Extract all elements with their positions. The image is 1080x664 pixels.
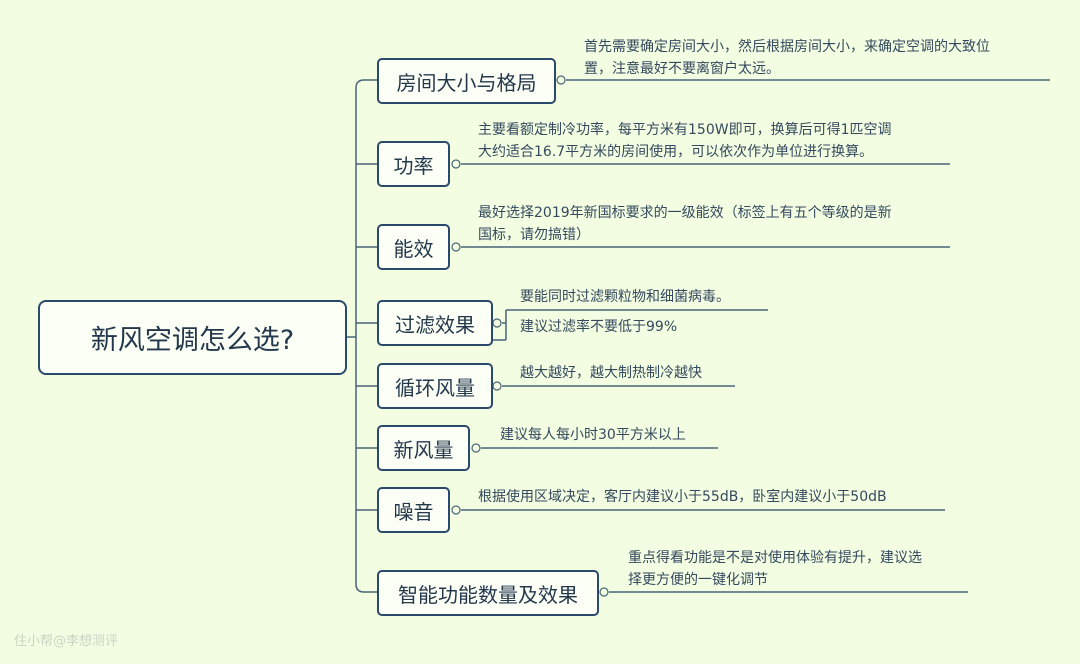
topic-room-size[interactable]: 房间大小与格局 <box>377 58 556 104</box>
collapse-toggle-icon <box>451 242 461 252</box>
trunk-line <box>355 79 377 593</box>
note-line: 最好选择2019年新国标要求的一级能效（标签上有五个等级的是新 <box>478 205 892 221</box>
note-line: 主要看额定制冷功率，每平方米有150W即可，换算后可得1匹空调 <box>478 122 892 138</box>
note-smart-features: 重点得看功能是不是对使用体验有提升，建议选 择更方便的一键化调节 <box>628 547 922 591</box>
topic-power[interactable]: 功率 <box>377 141 450 187</box>
collapse-toggle-icon <box>471 443 481 453</box>
note-circulation-airflow: 越大越好，越大制热制冷越快 <box>520 365 702 381</box>
note-line: 国标，请勿搞错） <box>478 227 590 243</box>
note-line: 置，注意最好不要离窗户太远。 <box>584 61 780 77</box>
topic-noise[interactable]: 噪音 <box>377 487 450 533</box>
note-filtration-1: 要能同时过滤颗粒物和细菌病毒。 <box>520 289 730 305</box>
topic-filtration[interactable]: 过滤效果 <box>377 300 493 346</box>
collapse-toggle-icon <box>451 159 461 169</box>
branch-connectors <box>356 163 377 511</box>
collapse-toggle-icon <box>492 381 502 391</box>
note-filtration-2: 建议过滤率不要低于99% <box>520 319 678 335</box>
watermark: 住小帮@李想测评 <box>14 634 119 649</box>
note-power: 主要看额定制冷功率，每平方米有150W即可，换算后可得1匹空调 大约适合16.7… <box>478 119 891 163</box>
note-room-size: 首先需要确定房间大小，然后根据房间大小，来确定空调的大致位 置，注意最好不要离窗… <box>584 36 990 80</box>
topic-fresh-air-volume[interactable]: 新风量 <box>377 425 470 471</box>
note-noise: 根据使用区域决定，客厅内建议小于55dB，卧室内建议小于50dB <box>478 489 887 505</box>
note-fresh-air-volume: 建议每人每小时30平方米以上 <box>500 427 686 443</box>
note-bracket-4 <box>485 309 768 341</box>
topic-circulation-airflow[interactable]: 循环风量 <box>377 363 493 409</box>
topic-smart-features[interactable]: 智能功能数量及效果 <box>377 570 599 616</box>
note-line: 择更方便的一键化调节 <box>628 572 768 588</box>
note-line: 大约适合16.7平方米的房间使用，可以依次作为单位进行换算。 <box>478 144 874 160</box>
collapse-toggle-icon <box>599 587 609 597</box>
collapse-toggle-icon <box>492 318 502 328</box>
note-line: 首先需要确定房间大小，然后根据房间大小，来确定空调的大致位 <box>584 39 990 55</box>
collapse-toggle-icon <box>556 75 566 85</box>
note-line: 重点得看功能是不是对使用体验有提升，建议选 <box>628 550 922 566</box>
collapse-toggle-icon <box>451 505 461 515</box>
note-efficiency: 最好选择2019年新国标要求的一级能效（标签上有五个等级的是新 国标，请勿搞错） <box>478 202 892 246</box>
root-topic[interactable]: 新风空调怎么选? <box>38 300 347 375</box>
topic-efficiency[interactable]: 能效 <box>377 224 450 270</box>
